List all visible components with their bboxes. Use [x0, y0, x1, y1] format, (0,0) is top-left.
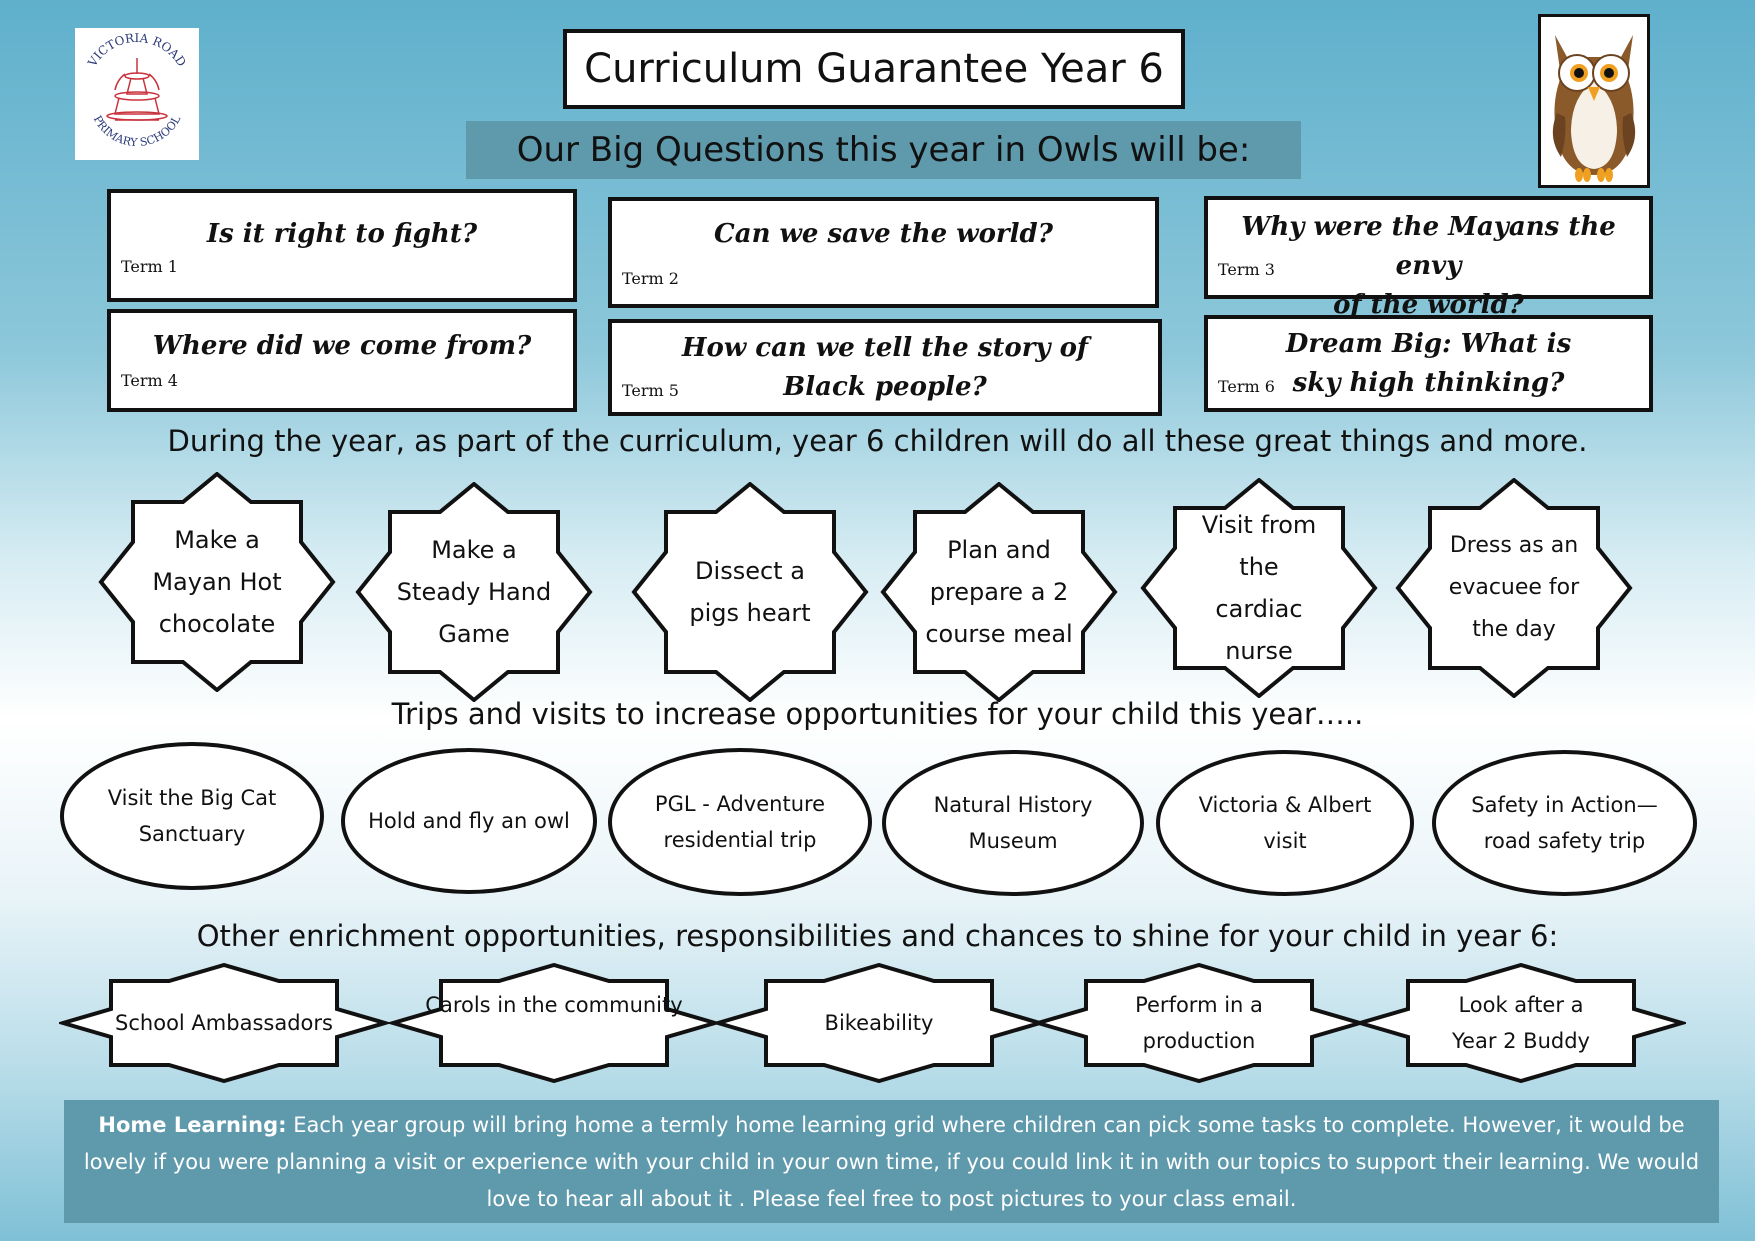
owl-illustration [1538, 14, 1650, 188]
big-questions-heading: Our Big Questions this year in Owls will… [466, 121, 1301, 179]
trip-oval: Victoria & Albert visit [1156, 750, 1414, 896]
home-learning-label: Home Learning: [98, 1113, 287, 1137]
question-box-term-1: Is it right to fight? Term 1 [107, 189, 577, 302]
activity-label: Make a Steady Hand Game [396, 536, 552, 648]
question-text: How can we tell the story of Black peopl… [681, 333, 1089, 402]
activity-label: Make a Mayan Hot chocolate [152, 526, 282, 638]
question-text: Why were the Mayans the envy of the worl… [1241, 212, 1616, 320]
trip-oval: PGL - Adventure residential trip [608, 748, 872, 896]
enrichment-shape: School Ambassadors [59, 963, 389, 1083]
activity-star: Dress as an evacuee for the day [1394, 478, 1634, 698]
activity-label: Visit from the cardiac nurse [1201, 511, 1317, 665]
activity-star: Visit from the cardiac nurse [1139, 478, 1379, 698]
enrichment-label: Bikeability [824, 1011, 934, 1035]
home-learning-text: Each year group will bring home a termly… [83, 1113, 1700, 1211]
term-label: Term 6 [1218, 377, 1275, 396]
activity-star: Make a Steady Hand Game [354, 482, 594, 702]
activity-label: Dissect a pigs heart [689, 557, 811, 627]
question-text: Is it right to fight? [206, 219, 478, 249]
question-text: Can we save the world? [714, 219, 1053, 249]
term-label: Term 5 [622, 381, 679, 400]
school-logo: VICTORIA ROAD PRIMARY SCHOOL [75, 28, 199, 160]
activity-star: Plan and prepare a 2 course meal [879, 482, 1119, 702]
trips-heading: Trips and visits to increase opportuniti… [391, 697, 1364, 731]
enrichment-shape: Look after a Year 2 Buddy [1356, 963, 1686, 1083]
term-label: Term 3 [1218, 260, 1275, 279]
term-label: Term 1 [121, 257, 178, 276]
enrichment-label: Carols in the community [425, 993, 683, 1017]
logo-bottom-text: PRIMARY SCHOOL [91, 113, 184, 149]
svg-text:PRIMARY SCHOOL: PRIMARY SCHOOL [91, 113, 184, 149]
term-label: Term 2 [622, 269, 679, 288]
owl-icon [1552, 35, 1636, 182]
enrichment-label: Perform in a production [1135, 993, 1263, 1053]
question-box-term-6: Dream Big: What is sky high thinking? Te… [1204, 315, 1653, 412]
activity-star: Dissect a pigs heart [630, 482, 870, 702]
question-text: Dream Big: What is sky high thinking? [1285, 329, 1572, 398]
enrichment-shape: Bikeability [714, 963, 1044, 1083]
home-learning-panel: Home Learning: Each year group will brin… [64, 1100, 1719, 1223]
question-box-term-2: Can we save the world? Term 2 [608, 197, 1159, 308]
enrichment-shape: Carols in the community [389, 963, 719, 1083]
trip-oval: Hold and fly an owl [341, 748, 597, 894]
activity-label: Plan and prepare a 2 course meal [925, 536, 1073, 648]
enrichment-heading: Other enrichment opportunities, responsi… [196, 919, 1559, 953]
trip-oval: Natural History Museum [882, 750, 1144, 896]
activity-label: Dress as an evacuee for the day [1448, 533, 1580, 642]
activity-star: Make a Mayan Hot chocolate [97, 472, 337, 692]
question-box-term-3: Why were the Mayans the envy of the worl… [1204, 196, 1653, 320]
page-title: Curriculum Guarantee Year 6 [563, 29, 1185, 109]
question-box-term-5: How can we tell the story of Black peopl… [608, 319, 1162, 416]
activities-heading: During the year, as part of the curricul… [167, 424, 1588, 458]
enrichment-shape: Perform in a production [1034, 963, 1364, 1083]
trip-oval: Visit the Big Cat Sanctuary [60, 742, 324, 890]
question-text: Where did we come from? [152, 331, 532, 361]
enrichment-label: School Ambassadors [115, 1011, 333, 1035]
trip-oval: Safety in Action— road safety trip [1432, 750, 1697, 896]
fountain-icon [106, 58, 168, 121]
question-box-term-4: Where did we come from? Term 4 [107, 309, 577, 412]
term-label: Term 4 [121, 371, 178, 390]
enrichment-label: Look after a Year 2 Buddy [1452, 993, 1590, 1053]
